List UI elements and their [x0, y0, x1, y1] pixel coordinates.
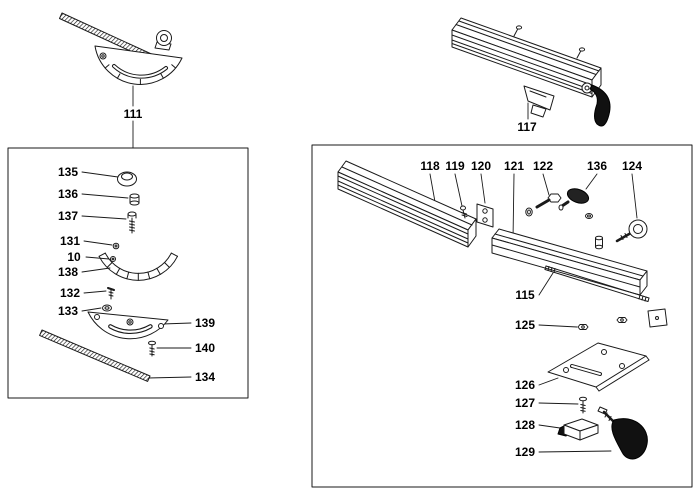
part-label-133: 133: [57, 304, 79, 318]
part-clamp-128: [557, 418, 599, 441]
part-label-118: 118: [420, 159, 440, 173]
part-rail-118: [337, 160, 477, 248]
right-box-parts: [337, 160, 668, 460]
part-bolt-122: [525, 193, 562, 217]
left-box-parts: [39, 171, 178, 382]
part-handle-129: [597, 406, 648, 460]
part-label-136-right: 136: [586, 159, 608, 173]
part-label-131: 131: [59, 234, 81, 248]
part-label-138: 138: [57, 265, 79, 279]
right-parts-box: [311, 144, 693, 488]
part-bar-134: [39, 329, 151, 382]
part-rail-121: [491, 228, 648, 296]
part-label-115: 115: [515, 288, 535, 302]
part-label-139: 139: [194, 316, 216, 330]
part-screw-140: [148, 340, 156, 357]
part-label-126: 126: [514, 378, 536, 392]
part-label-129: 129: [514, 445, 536, 459]
part-label-140: 140: [194, 341, 216, 355]
part-label-132: 132: [59, 286, 81, 300]
part-label-134: 134: [194, 370, 216, 384]
part-label-121: 121: [503, 159, 525, 173]
assembly-label-117: 117: [517, 120, 537, 134]
part-screw-132: [107, 287, 115, 300]
miter-gauge-assembly-drawing: [59, 12, 183, 85]
part-knob-124: [615, 219, 648, 243]
part-label-119: 119: [445, 159, 465, 173]
part-knob-135: [117, 171, 137, 187]
part-screw-10: [110, 256, 116, 262]
part-label-127: 127: [514, 396, 536, 410]
part-screw-127: [579, 396, 587, 414]
part-label-125: 125: [514, 318, 536, 332]
part-label-120: 120: [470, 159, 492, 173]
part-label-128: 128: [514, 418, 536, 432]
part-label-137: 137: [57, 209, 79, 223]
part-label-136-left: 136: [57, 187, 79, 201]
part-screw-119: [460, 205, 468, 219]
part-plate-126: [547, 342, 650, 392]
part-label-122: 122: [532, 159, 554, 173]
left-parts-box: [7, 147, 249, 399]
part-label-10: 10: [67, 250, 81, 264]
part-scale-138: [98, 252, 178, 281]
part-knob-136-right: [558, 188, 603, 250]
part-bolt-137: [127, 211, 137, 234]
part-washer-131: [112, 242, 120, 250]
part-nuts-125: [577, 308, 668, 330]
part-plate-139: [87, 311, 169, 340]
assembly-label-111: 111: [123, 107, 143, 121]
part-plate-120: [476, 203, 494, 228]
part-washer-133: [102, 304, 112, 312]
part-label-124: 124: [621, 159, 643, 173]
part-rod-115: [544, 265, 650, 302]
fence-assembly-drawing: [451, 17, 611, 127]
part-label-135: 135: [57, 165, 79, 179]
part-bushing-136: [129, 193, 140, 206]
